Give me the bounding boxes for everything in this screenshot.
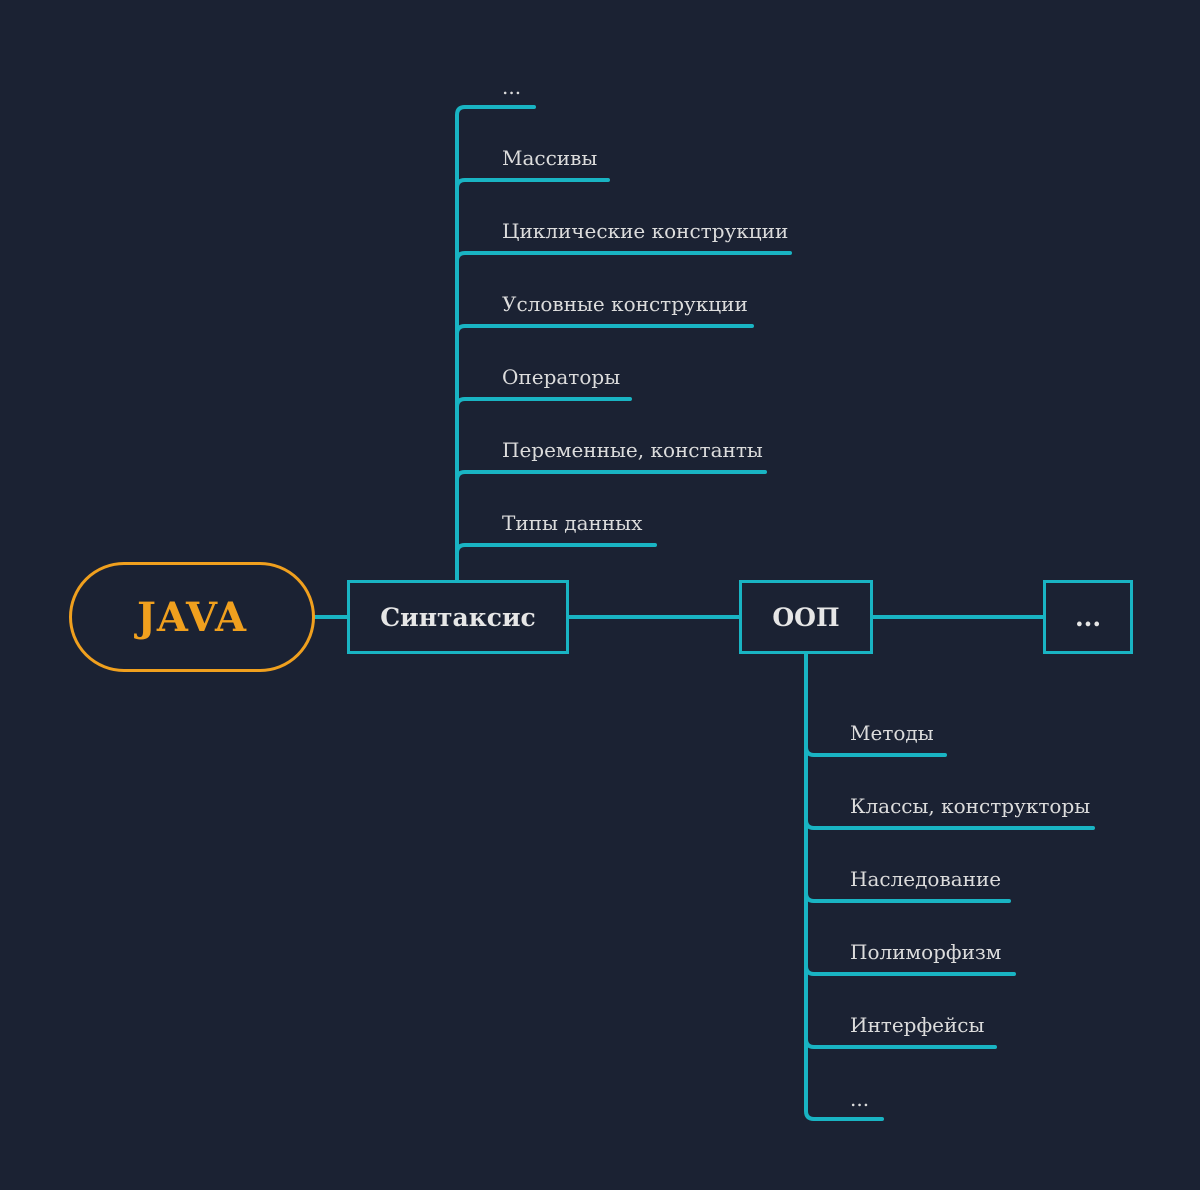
syntax-branch-line — [455, 324, 754, 336]
root-node-java: JAVA — [69, 562, 315, 672]
syntax-trunk — [455, 105, 467, 582]
oop-item-classes: Классы, конструкторы — [850, 794, 1091, 818]
syntax-branch-line — [455, 251, 792, 263]
oop-branch-line — [804, 818, 1095, 830]
syntax-item-arrays: Массивы — [502, 146, 598, 170]
oop-trunk — [804, 652, 816, 1121]
oop-item-interfaces: Интерфейсы — [850, 1013, 985, 1037]
node-oop: ООП — [739, 580, 873, 654]
oop-item-methods: Методы — [850, 721, 934, 745]
oop-branch-line — [804, 745, 947, 757]
oop-branch-line — [804, 891, 1011, 903]
oop-branch-line — [804, 1037, 997, 1049]
node-syntax: Синтаксис — [347, 580, 569, 654]
syntax-item-loops: Циклические конструкции — [502, 219, 789, 243]
syntax-item-variables: Переменные, константы — [502, 438, 763, 462]
syntax-branch-line — [455, 397, 632, 409]
syntax-branch-line — [455, 543, 657, 555]
oop-item-polymorphism: Полиморфизм — [850, 940, 1002, 964]
syntax-branch-line — [455, 178, 610, 190]
syntax-item-more: ... — [502, 75, 522, 99]
syntax-item-data-types: Типы данных — [502, 511, 643, 535]
node-more: ... — [1043, 580, 1133, 654]
syntax-item-operators: Операторы — [502, 365, 621, 389]
syntax-item-conditionals: Условные конструкции — [502, 292, 748, 316]
oop-item-more: ... — [850, 1087, 870, 1111]
oop-item-inheritance: Наследование — [850, 867, 1002, 891]
oop-branch-line — [804, 964, 1016, 976]
syntax-branch-line — [455, 470, 767, 482]
